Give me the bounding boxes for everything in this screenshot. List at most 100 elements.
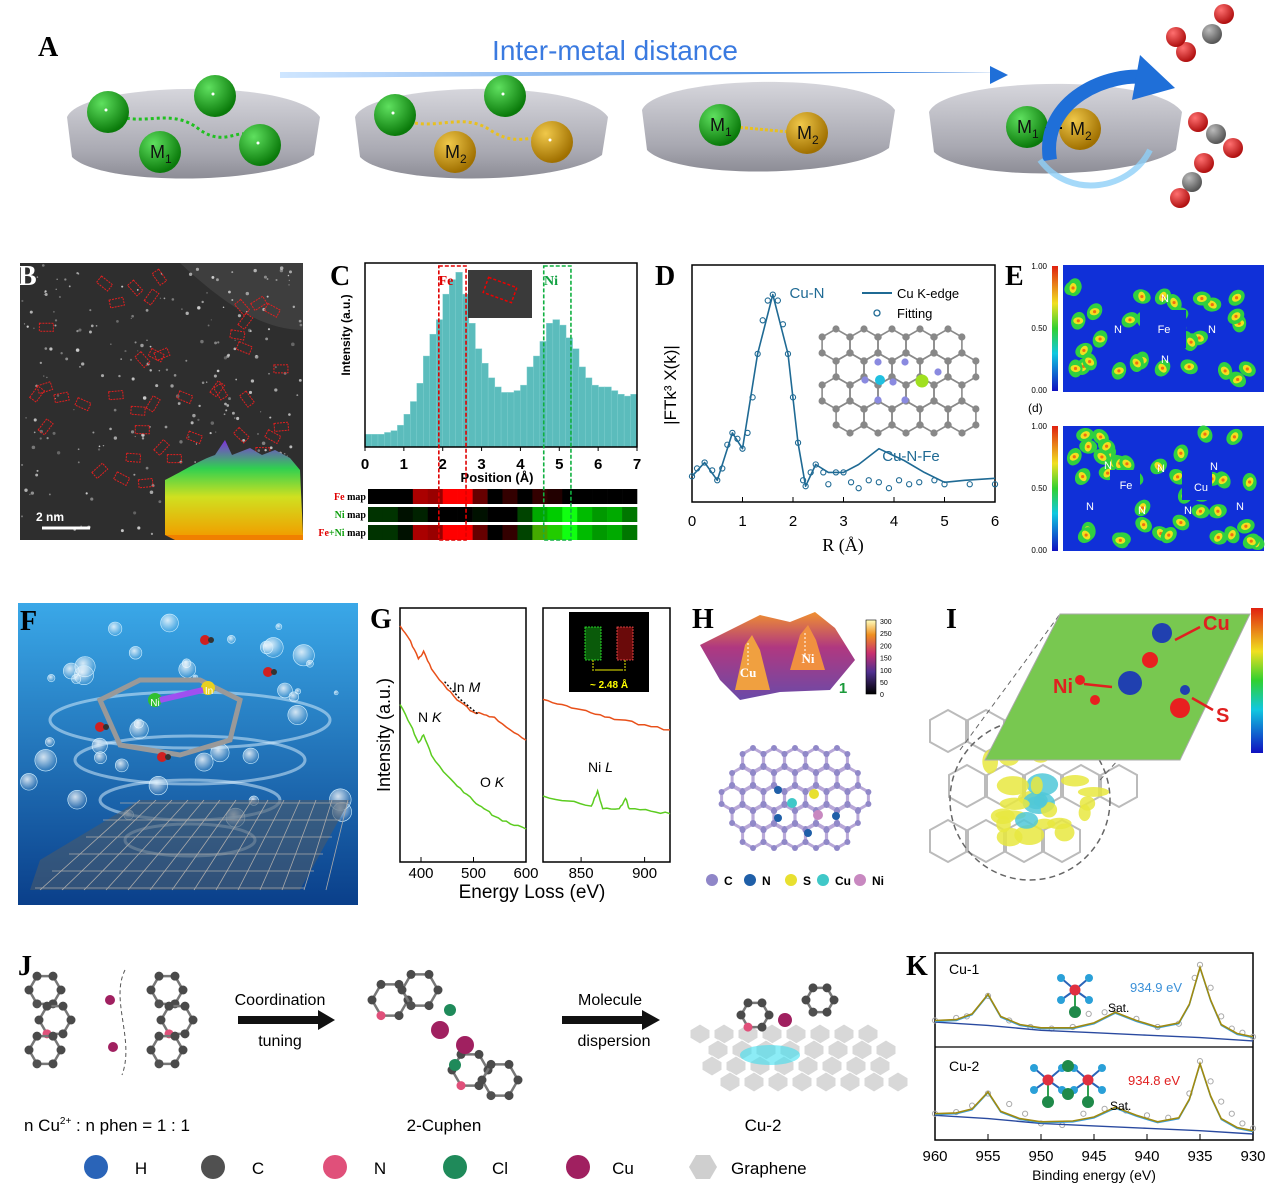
atom-spot [274, 388, 278, 392]
metal-site [1182, 470, 1212, 500]
atom-spot [56, 278, 58, 280]
atom [406, 1001, 416, 1011]
dual-atom-marker [145, 395, 161, 413]
metal-atom-m2 [434, 131, 476, 173]
carbon-atom [818, 381, 826, 389]
histogram-bar [559, 324, 567, 448]
ring-bond [783, 822, 807, 850]
fitting-marker [865, 477, 872, 484]
atom-spot [288, 284, 290, 286]
spectrum-line [542, 698, 671, 731]
stoichiometry-label: n Cu2+ : n phen = 1 : 1 [24, 1116, 190, 1135]
copper-ion [108, 1042, 118, 1052]
co2-molecule [200, 635, 210, 645]
ring-bond [947, 400, 977, 434]
highlight [501, 92, 505, 96]
charge-isosurface [1060, 775, 1090, 787]
dual-atom-marker [151, 268, 168, 286]
atom-spot [26, 325, 29, 328]
metal-atom-m1 [194, 75, 236, 117]
carbon-atom [792, 745, 798, 751]
bubble [333, 690, 339, 696]
carbon-atom [930, 381, 938, 389]
carbon-atom [958, 349, 966, 357]
density-peak [1234, 296, 1239, 300]
carbon-atom [834, 770, 841, 776]
ligand-atom [1085, 996, 1093, 1004]
atom-spot [142, 396, 147, 400]
map-cell [382, 507, 399, 522]
cu-1-label: Cu-1 [949, 961, 980, 977]
atom-spot [195, 443, 198, 445]
highlight [256, 141, 260, 145]
metal-label: M1 [1017, 117, 1039, 141]
nitrogen-atom [874, 358, 882, 366]
carbon-atom [802, 789, 809, 795]
atom-spot [269, 416, 271, 419]
density-peak [1092, 310, 1097, 314]
atom-spot [121, 285, 124, 288]
legend-swatch-c [201, 1155, 225, 1179]
atom-spot [46, 376, 48, 379]
atom-spot [265, 337, 269, 341]
x-tick-label: 950 [1028, 1148, 1053, 1165]
atom-spot [33, 431, 36, 434]
atom-spot [79, 366, 81, 368]
atom-spot [223, 413, 226, 416]
atom-spot [228, 397, 231, 401]
atom [474, 1049, 484, 1059]
atom [154, 1059, 164, 1069]
lattice-ring [929, 708, 967, 754]
atom [376, 979, 386, 989]
atom-spot [266, 295, 269, 298]
carbon-atom [792, 845, 798, 851]
atom-spot [140, 343, 144, 348]
ring-bond [919, 400, 949, 434]
legend-label-cu: Cu [612, 1159, 634, 1178]
atom [456, 1081, 466, 1091]
atom-spot [223, 356, 228, 360]
map-cell [457, 507, 473, 522]
atom-spot [65, 357, 69, 361]
map-cell [502, 489, 518, 504]
x-tick-label: 6 [594, 456, 602, 473]
x-tick-label: 400 [408, 865, 433, 882]
nickel-atom [148, 693, 162, 707]
atom-spot [274, 366, 277, 369]
dual-atom-marker [273, 364, 289, 374]
density-peak [1200, 296, 1204, 301]
x-tick-label: 3 [839, 513, 847, 530]
carbon-atom [860, 421, 868, 429]
atom [32, 999, 42, 1009]
map-cell [442, 525, 458, 540]
atom-spot [113, 436, 118, 440]
density-peak [1099, 435, 1103, 439]
colorbar-tick-label: 100 [880, 668, 892, 675]
panel-a-title: Inter-metal distance [492, 35, 738, 66]
atom [154, 971, 164, 981]
map-cell [622, 489, 638, 504]
graphene-hexagon [767, 1071, 789, 1093]
atom [808, 983, 818, 993]
histogram-bar [623, 395, 632, 448]
atom-spot [76, 329, 79, 333]
atom-spot [149, 345, 152, 348]
energy-ring [73, 734, 307, 786]
metal-atom-m1 [374, 94, 416, 136]
histogram-bar [487, 377, 496, 448]
density-peak [1197, 336, 1201, 340]
lattice-line [259, 799, 301, 891]
carbon-atom [739, 827, 746, 833]
atom-spot [134, 341, 137, 344]
density-peak [1140, 294, 1144, 299]
metal-atom-m1 [1006, 106, 1048, 148]
atom-spot [120, 529, 124, 533]
carbon-atom [844, 751, 851, 757]
dual-atom-marker [143, 288, 160, 306]
panel-letter: K [906, 951, 928, 982]
co2-carbon [103, 724, 109, 730]
graphene-hexagon [785, 1023, 807, 1045]
